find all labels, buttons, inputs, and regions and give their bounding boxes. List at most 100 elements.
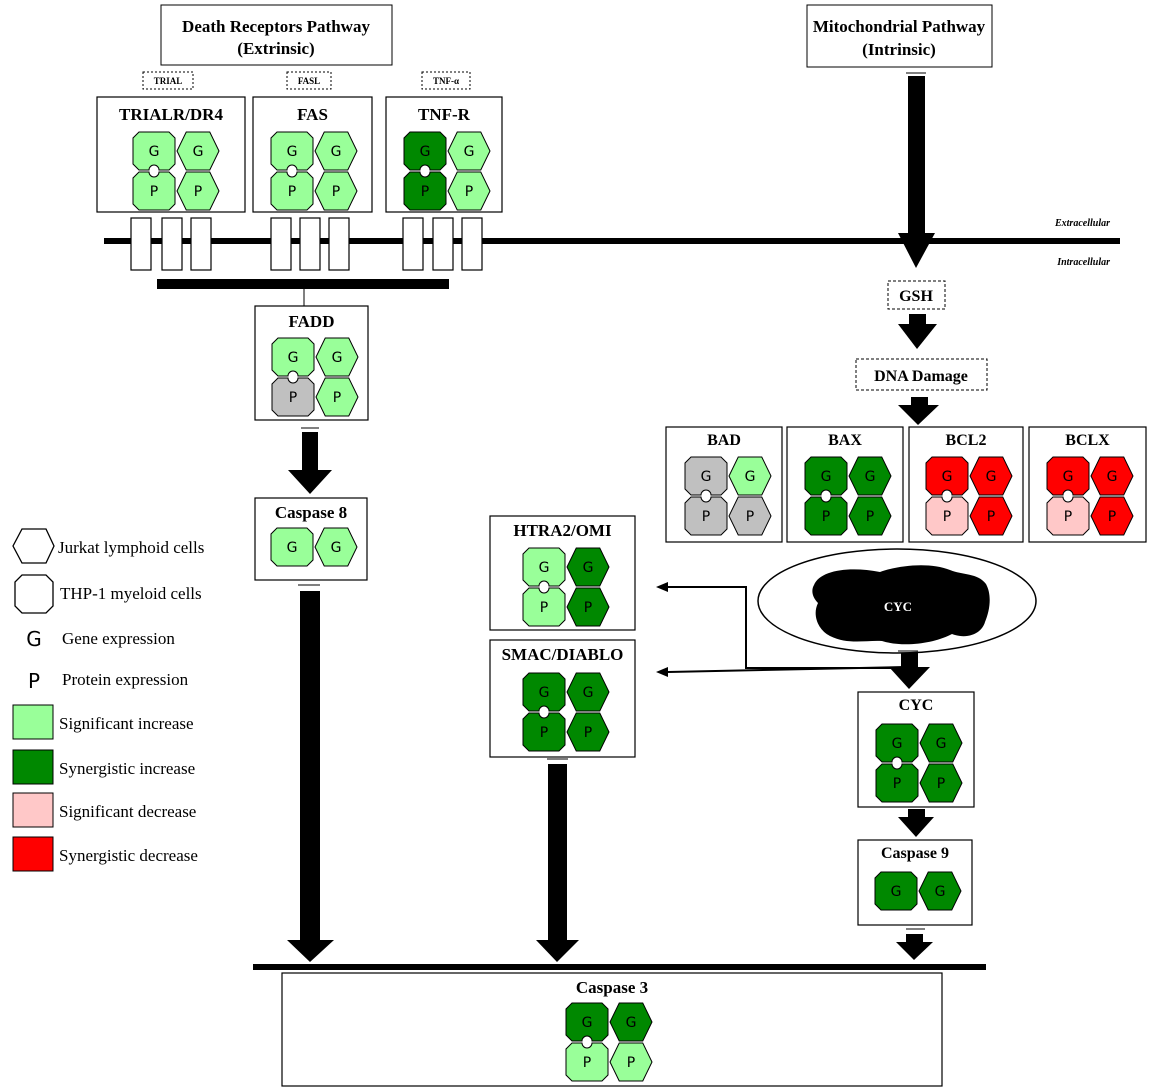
tnfr-title: TNF-R bbox=[418, 105, 471, 124]
tnfr-gene-thp1-cell bbox=[403, 131, 447, 171]
cyc-gene-thp1-cell bbox=[875, 723, 919, 763]
casp3-gene-jurkat-cell bbox=[609, 1002, 653, 1042]
bad-protein-thp1-cell-letter: P bbox=[702, 509, 710, 525]
casp9-gene-jurkat-cell-letter: G bbox=[935, 884, 946, 900]
casp3-protein-jurkat-cell bbox=[609, 1042, 653, 1082]
fas-title: FAS bbox=[297, 105, 328, 124]
casp3-gene-jurkat-cell-letter: G bbox=[626, 1015, 637, 1031]
bclx-title: BCLX bbox=[1065, 432, 1110, 449]
bcl2-gene-thp1-cell-letter: G bbox=[942, 469, 953, 485]
bax-gene-thp1-cell-letter: G bbox=[821, 469, 832, 485]
bax-protein-jurkat-cell-letter: P bbox=[866, 509, 874, 525]
receptor-bracket bbox=[157, 279, 449, 306]
htra2-protein-jurkat-cell bbox=[566, 587, 610, 627]
casp8-gene-jurkat-cell bbox=[314, 527, 358, 567]
legend-synergistic-increase: Synergistic increase bbox=[59, 759, 195, 778]
fadd-title: FADD bbox=[289, 312, 335, 331]
extrinsic-title: Death Receptors Pathway bbox=[182, 17, 370, 36]
cyc-gene-jurkat-cell bbox=[919, 723, 963, 763]
bad-protein-jurkat-cell bbox=[728, 496, 772, 536]
casp3-gene-thp1-cell bbox=[565, 1002, 609, 1042]
trialr-protein-jurkat-cell-letter: P bbox=[194, 184, 202, 200]
htra2-protein-thp1-cell-letter: P bbox=[540, 600, 548, 616]
intrinsic-lower-arrows bbox=[896, 809, 934, 960]
tnfr-protein-jurkat-cell-letter: P bbox=[465, 184, 473, 200]
htra2-protein-jurkat-cell-letter: P bbox=[584, 600, 592, 616]
casp9-gene-thp1-cell bbox=[874, 871, 918, 911]
cyc-protein-thp1-cell bbox=[875, 763, 919, 803]
bcl2-protein-thp1-cell bbox=[925, 496, 969, 536]
trialr-protein-jurkat-cell bbox=[176, 171, 220, 211]
extrinsic-flow-arrows bbox=[287, 427, 579, 962]
smac-gene-thp1-cell-letter: G bbox=[539, 685, 550, 701]
trialr-gene-jurkat-cell-letter: G bbox=[193, 144, 204, 160]
htra2-gene-jurkat-cell bbox=[566, 547, 610, 587]
legend: Jurkat lymphoid cells THP-1 myeloid cell… bbox=[12, 528, 204, 872]
bclx-gene-jurkat-cell bbox=[1090, 456, 1134, 496]
intrinsic-subtitle: (Intrinsic) bbox=[862, 40, 936, 59]
fas-protein-thp1-cell bbox=[270, 171, 314, 211]
fas-gene-jurkat-cell-letter: G bbox=[331, 144, 342, 160]
smac-gene-jurkat-cell bbox=[566, 672, 610, 712]
gsh-label: GSH bbox=[899, 288, 933, 305]
bclx-gene-thp1-cell-letter: G bbox=[1063, 469, 1074, 485]
casp3-title: Caspase 3 bbox=[576, 978, 648, 997]
cyc-gene-jurkat-cell-letter: G bbox=[936, 736, 947, 752]
significant-increase-swatch bbox=[12, 704, 54, 740]
cyc-complex-label: CYC bbox=[884, 599, 912, 614]
intracellular-label: Intracellular bbox=[1056, 257, 1110, 268]
fas-gene-jurkat-cell bbox=[314, 131, 358, 171]
tnfr-gene-jurkat-cell bbox=[447, 131, 491, 171]
casp3-gene-thp1-cell-letter: G bbox=[582, 1015, 593, 1031]
bax-protein-jurkat-cell bbox=[848, 496, 892, 536]
smac-gene-jurkat-cell-letter: G bbox=[583, 685, 594, 701]
synergistic-decrease-swatch bbox=[12, 836, 54, 872]
caspase3-convergence-bar bbox=[253, 964, 986, 970]
bax-title: BAX bbox=[828, 432, 862, 449]
protein-letter-icon: P bbox=[28, 669, 40, 693]
bcl2-protein-jurkat-cell-letter: P bbox=[987, 509, 995, 525]
smac-protein-jurkat-cell bbox=[566, 712, 610, 752]
legend-significant-decrease: Significant decrease bbox=[59, 802, 196, 821]
bad-protein-jurkat-cell-letter: P bbox=[746, 509, 754, 525]
bclx-gene-jurkat-cell-letter: G bbox=[1107, 469, 1118, 485]
fadd-gene-jurkat-cell-letter: G bbox=[332, 350, 343, 366]
bclx-gene-thp1-cell bbox=[1046, 456, 1090, 496]
bclx-protein-jurkat-cell bbox=[1090, 496, 1134, 536]
legend-thp1: THP-1 myeloid cells bbox=[60, 584, 202, 603]
bax-protein-thp1-cell-letter: P bbox=[822, 509, 830, 525]
htra2-title: HTRA2/OMI bbox=[513, 521, 612, 540]
fas-protein-thp1-cell-letter: P bbox=[288, 184, 296, 200]
htra2-protein-thp1-cell bbox=[522, 587, 566, 627]
fadd-protein-thp1-cell-letter: P bbox=[289, 390, 297, 406]
significant-decrease-swatch bbox=[12, 792, 54, 828]
ligand-fasl: FASL bbox=[286, 71, 332, 90]
tnfr-gene-jurkat-cell-letter: G bbox=[464, 144, 475, 160]
thp1-notched-square-icon bbox=[14, 574, 54, 614]
intrinsic-pathway-header: Mitochondrial Pathway (Intrinsic) bbox=[806, 4, 993, 68]
tnfr-protein-jurkat-cell bbox=[447, 171, 491, 211]
cyc-protein-thp1-cell-letter: P bbox=[893, 776, 901, 792]
legend-jurkat: Jurkat lymphoid cells bbox=[58, 538, 204, 557]
extrinsic-pathway-header: Death Receptors Pathway (Extrinsic) bbox=[160, 4, 393, 66]
bclx-protein-jurkat-cell-letter: P bbox=[1108, 509, 1116, 525]
fadd-gene-thp1-cell-letter: G bbox=[288, 350, 299, 366]
fadd-protein-jurkat-cell bbox=[315, 377, 359, 417]
casp8-title: Caspase 8 bbox=[275, 503, 347, 522]
jurkat-hexagon-icon bbox=[12, 528, 55, 564]
bad-gene-thp1-cell-letter: G bbox=[701, 469, 712, 485]
trialr-title: TRIALR/DR4 bbox=[119, 105, 223, 124]
casp3-protein-thp1-cell-letter: P bbox=[583, 1055, 591, 1071]
cyc-gene-thp1-cell-letter: G bbox=[892, 736, 903, 752]
legend-synergistic-decrease: Synergistic decrease bbox=[59, 846, 198, 865]
trialr-protein-thp1-cell-letter: P bbox=[150, 184, 158, 200]
cyc-protein-jurkat-cell-letter: P bbox=[937, 776, 945, 792]
bcl2-protein-thp1-cell-letter: P bbox=[943, 509, 951, 525]
smac-protein-jurkat-cell-letter: P bbox=[584, 725, 592, 741]
